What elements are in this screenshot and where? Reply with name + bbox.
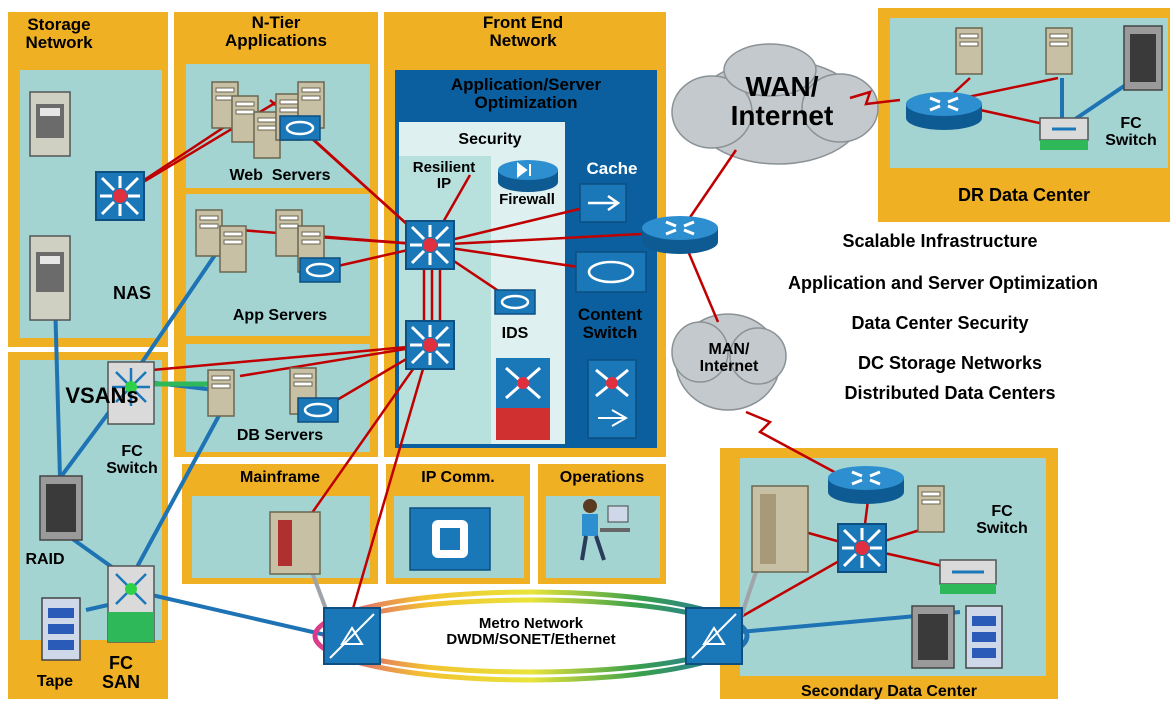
edge-router-icon bbox=[640, 214, 720, 256]
mainframe-icon bbox=[269, 511, 321, 575]
secondary-server-icon bbox=[917, 485, 945, 533]
nas-storage-top-icon bbox=[29, 91, 71, 157]
db-servers-label: DB Servers bbox=[236, 427, 324, 444]
dr-server-left-icon bbox=[955, 27, 983, 75]
cache-label: Cache bbox=[586, 159, 638, 178]
ip-comm-title: IP Comm. bbox=[421, 469, 495, 486]
dr-router-icon bbox=[904, 90, 984, 132]
dr-fc-switch-icon bbox=[1039, 117, 1089, 150]
fc-switch-left-label: FC Switch bbox=[106, 443, 158, 477]
man-cloud-icon bbox=[671, 313, 787, 411]
capability-scalable-infrastructure: Scalable Infrastructure bbox=[842, 231, 1038, 251]
app-loadbalancer-icon bbox=[298, 256, 342, 284]
operations-title: Operations bbox=[559, 469, 645, 486]
wan-internet-label: WAN/ Internet bbox=[730, 71, 834, 132]
secondary-raid-icon bbox=[911, 605, 955, 669]
dr-fc-switch-label: FC Switch bbox=[1105, 115, 1157, 149]
raid-label: RAID bbox=[25, 551, 65, 568]
core-switch-top-icon bbox=[404, 219, 456, 271]
ntier-title: N-Tier Applications bbox=[224, 13, 327, 50]
content-switch-icon bbox=[575, 251, 647, 293]
ids-label: IDS bbox=[501, 325, 529, 342]
metro-node-right-icon bbox=[685, 607, 743, 665]
secondary-router-icon bbox=[826, 464, 906, 506]
resilient-ip-label: Resilient IP bbox=[412, 159, 476, 192]
secondary-mainframe-icon bbox=[751, 485, 809, 573]
content-switch-label: Content Switch bbox=[577, 305, 643, 342]
capability-app-server-optimization: Application and Server Optimization bbox=[787, 273, 1099, 293]
db-loadbalancer-icon bbox=[296, 396, 340, 424]
secondary-fc-switch-icon bbox=[939, 559, 997, 594]
secondary-tape-icon bbox=[965, 605, 1003, 669]
tape-label: Tape bbox=[36, 673, 74, 690]
nas-label: NAS bbox=[112, 283, 151, 303]
firewall-label: Firewall bbox=[499, 191, 555, 208]
nas-switch-icon bbox=[94, 170, 146, 222]
wan-cloud-icon bbox=[671, 43, 879, 165]
dr-storage-array-icon bbox=[1123, 25, 1163, 91]
vsans-label: VSANs bbox=[65, 383, 139, 408]
web-loadbalancer-icon bbox=[278, 114, 322, 142]
firewall-icon bbox=[498, 160, 558, 192]
app-servers-label: App Servers bbox=[232, 307, 328, 324]
metro-node-left-icon bbox=[323, 607, 381, 665]
front-end-title: Front End Network bbox=[482, 13, 564, 50]
fc-switch-vsan-icon bbox=[107, 361, 155, 425]
dr-datacenter-title: DR Data Center bbox=[957, 185, 1091, 205]
secondary-datacenter-title: Secondary Data Center bbox=[800, 683, 978, 700]
raid-array-icon bbox=[39, 475, 83, 541]
fc-san-label: FC SAN bbox=[101, 653, 140, 692]
mainframe-title: Mainframe bbox=[239, 469, 321, 486]
operator-icon bbox=[580, 499, 630, 561]
fc-switch-san-icon bbox=[107, 565, 155, 643]
content-switch-module-icon bbox=[587, 359, 637, 439]
cache-engine-icon bbox=[579, 183, 627, 223]
security-title: Security bbox=[458, 131, 522, 148]
capability-data-center-security: Data Center Security bbox=[851, 313, 1029, 333]
capability-dc-storage-networks: DC Storage Networks bbox=[857, 353, 1043, 373]
app-optimization-title: Application/Server Optimization bbox=[450, 75, 602, 112]
dr-server-right-icon bbox=[1045, 27, 1073, 75]
man-internet-label: MAN/ Internet bbox=[699, 341, 759, 375]
capability-distributed-data-centers: Distributed Data Centers bbox=[844, 383, 1056, 403]
tape-library-icon bbox=[41, 597, 81, 661]
ids-icon bbox=[493, 288, 537, 316]
storage-network-title: Storage Network bbox=[25, 15, 93, 52]
web-servers-label: Web Servers bbox=[229, 167, 331, 184]
secondary-switch-icon bbox=[836, 522, 888, 574]
core-switch-bottom-icon bbox=[404, 319, 456, 371]
secondary-fc-switch-label: FC Switch bbox=[976, 503, 1028, 537]
nas-storage-bottom-icon bbox=[29, 235, 71, 321]
metro-network-label: Metro Network DWDM/SONET/Ethernet bbox=[446, 615, 616, 648]
firewall-module-icon bbox=[496, 358, 550, 440]
ip-phone-icon bbox=[409, 507, 491, 571]
